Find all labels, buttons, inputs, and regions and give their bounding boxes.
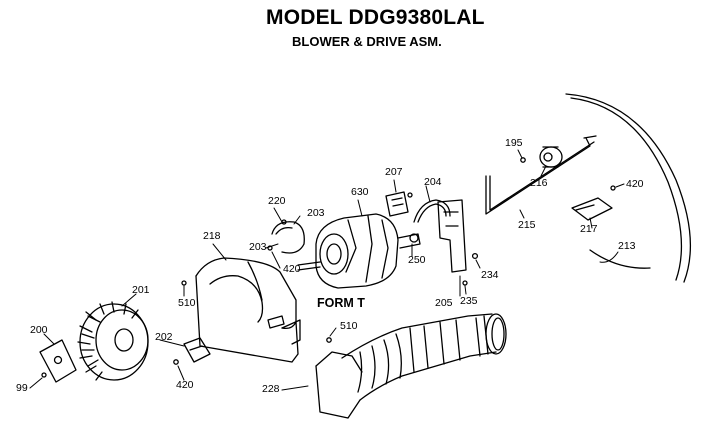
callout-420b: 420 [283,263,301,275]
callout-213: 213 [618,240,636,252]
screw-420c [174,360,178,364]
blower-clip-202 [184,338,210,362]
callout-217: 217 [580,223,598,235]
screw-235 [463,281,467,285]
idler-pulley-216 [540,147,562,167]
callout-250: 250 [408,254,426,266]
washer-195 [521,158,525,162]
screw-234 [473,254,478,259]
blower-housing-218 [196,258,300,362]
callout-205: 205 [435,297,453,309]
callout-201: 201 [132,284,150,296]
bracket-217 [572,198,612,220]
callout-420a: 420 [626,178,644,190]
callout-215: 215 [518,219,536,231]
motor-switch-207 [386,192,408,216]
screw-420b [268,246,272,250]
motor-bracket-205 [438,200,466,272]
screw-207 [408,193,412,197]
callout-202: 202 [155,331,173,343]
form-t-label: FORM T [317,296,365,310]
callout-228: 228 [262,383,280,395]
wheel-bracket-200 [40,340,76,382]
callout-207: 207 [385,166,403,178]
callout-218: 218 [203,230,221,242]
blower-wheel-201 [78,302,148,380]
callout-195: 195 [505,137,523,149]
callout-220: 220 [268,195,286,207]
callout-510b: 510 [340,320,358,332]
callout-99: 99 [16,382,28,394]
screw-99 [42,373,46,377]
model-title: MODEL DDG9380LAL [266,6,485,29]
motor-630 [298,214,420,288]
callout-203a: 203 [307,207,325,219]
callout-510a: 510 [178,297,196,309]
callout-216: 216 [530,177,548,189]
callout-420c: 420 [176,379,194,391]
callout-204: 204 [424,176,442,188]
drum-rear-panel-213 [566,94,690,282]
callout-234: 234 [481,269,499,281]
mount-strap-203 [272,220,304,253]
callout-235: 235 [460,295,478,307]
leader-lines [30,150,624,390]
callout-200: 200 [30,324,48,336]
assembly-subtitle: BLOWER & DRIVE ASM. [292,34,442,49]
idler-arm-215 [486,136,596,214]
screw-510b [327,338,331,342]
exhaust-duct-228 [316,314,506,418]
screw-420a [611,186,615,190]
callout-630: 630 [351,186,369,198]
screw-510a [182,281,186,285]
motor-clamp-204 [414,200,450,222]
callout-203b: 203 [249,241,267,253]
